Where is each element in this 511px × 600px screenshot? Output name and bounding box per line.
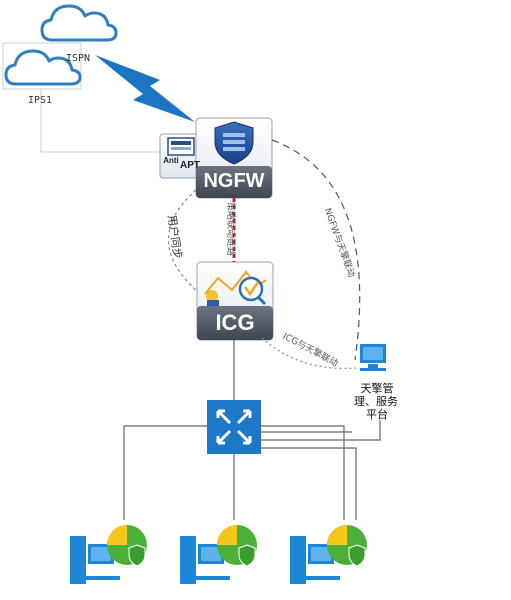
computer-icon [290,536,340,584]
distribution-lines [123,420,381,520]
user-sync-curve [167,189,199,293]
ips1-connector-line [40,89,162,153]
cloud-icon [40,4,118,42]
client-endpoint-3 [290,525,367,584]
icg-tianqing-curve [261,337,357,370]
ngfw-label: NGFW [203,170,265,192]
icg-device [196,261,274,341]
cloud-icon [4,49,82,86]
policy-link-label: 策略联动链路 [225,202,235,257]
anti-apt-label-line2: APT [180,160,200,171]
computer-icon [360,344,386,371]
threat-platform-label-line2: 理、服务 [354,395,398,408]
client-endpoint-2 [180,525,257,584]
shield-check-icon [217,525,257,567]
icg-label: ICG [215,310,255,335]
shield-check-icon [107,525,147,567]
anti-apt-device [159,133,203,179]
threat-platform-label-line1: 天擎管 [360,382,394,395]
ips1-frame [2,42,82,90]
ngfw-device [195,117,273,199]
anti-apt-label-line1: Anti [163,156,179,165]
client-endpoint-1 [70,525,147,584]
ips1-label: IPS1 [28,95,53,106]
lightning-icon [95,55,195,122]
network-switch-icon [207,400,261,454]
ngfw-tianqing-curve [271,139,361,361]
threat-platform-label-line3: 平台 [366,408,388,421]
shield-check-icon [327,525,367,567]
ispn-label: ISPN [66,53,91,64]
